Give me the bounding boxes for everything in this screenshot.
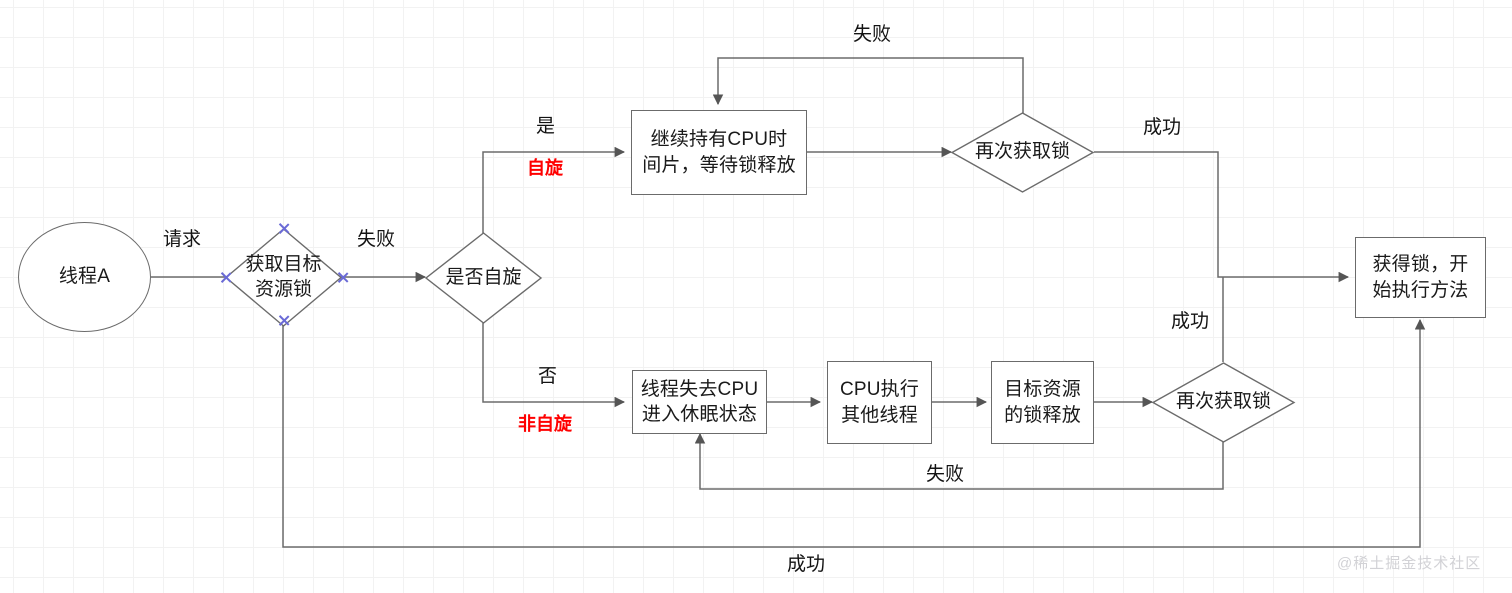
node-lock-release-line2: 的锁释放 xyxy=(1004,404,1081,426)
node-hold-cpu-line1: 继续持有CPU时 xyxy=(650,129,788,151)
edge-label-success-top: 成功 xyxy=(1143,117,1182,138)
node-cpu-other-line1: CPU执行 xyxy=(839,379,920,401)
node-is-spin-label: 是否自旋 xyxy=(445,266,522,288)
node-retry-lock-bottom-label: 再次获取锁 xyxy=(1175,391,1271,413)
node-acquire-lock-label: 获取目标 资源锁 xyxy=(225,228,342,327)
edge-isspin-no xyxy=(482,323,626,408)
watermark: @稀土掘金技术社区 xyxy=(1337,555,1482,572)
node-is-spin[interactable]: 是否自旋 xyxy=(424,232,543,324)
node-lose-cpu-line2: 进入休眠状态 xyxy=(641,404,758,425)
edge-label-yes: 是 xyxy=(536,116,556,137)
node-retry-lock-top-label: 再次获取锁 xyxy=(974,141,1070,163)
node-cpu-other-line2: 其他线程 xyxy=(841,404,918,426)
node-lock-release[interactable]: 目标资源 的锁释放 xyxy=(991,361,1094,444)
node-retry-lock-bottom[interactable]: 再次获取锁 xyxy=(1151,362,1296,443)
node-got-lock[interactable]: 获得锁，开 始执行方法 xyxy=(1355,237,1486,318)
node-acquire-lock-line1: 获取目标 xyxy=(245,253,322,275)
node-acquire-lock[interactable]: 获取目标 资源锁 xyxy=(224,228,343,327)
node-thread-a[interactable]: 线程A xyxy=(18,222,151,332)
node-lose-cpu-line1: 线程失去CPU xyxy=(640,378,759,400)
node-lose-cpu[interactable]: 线程失去CPU 进入休眠状态 xyxy=(632,370,767,434)
edge-label-success-bottom: 成功 xyxy=(787,554,826,575)
edge-retrytop-success xyxy=(1094,151,1350,283)
node-thread-a-label: 线程A xyxy=(58,266,111,288)
edge-label-fail-top: 失败 xyxy=(853,24,892,45)
edge-retrytop-fail xyxy=(712,57,1024,113)
edge-label-non-spin: 非自旋 xyxy=(518,414,572,434)
node-retry-lock-top[interactable]: 再次获取锁 xyxy=(950,112,1095,193)
edge-label-request: 请求 xyxy=(163,229,202,250)
node-cpu-other[interactable]: CPU执行 其他线程 xyxy=(827,361,932,444)
edge-label-fail-bottom: 失败 xyxy=(926,464,965,485)
node-hold-cpu-line2: 间片，等待锁释放 xyxy=(642,154,796,176)
edge-label-success-mid: 成功 xyxy=(1171,311,1210,332)
edge-label-no: 否 xyxy=(538,366,558,387)
node-got-lock-line1: 获得锁，开 xyxy=(1372,254,1469,276)
node-lock-release-line1: 目标资源 xyxy=(1004,379,1081,401)
node-got-lock-line2: 始执行方法 xyxy=(1372,279,1469,301)
edge-label-spin: 自旋 xyxy=(527,158,563,178)
edge-label-fail-acquire: 失败 xyxy=(357,229,396,250)
node-acquire-lock-line2: 资源锁 xyxy=(254,278,312,300)
node-hold-cpu[interactable]: 继续持有CPU时 间片，等待锁释放 xyxy=(631,110,807,195)
